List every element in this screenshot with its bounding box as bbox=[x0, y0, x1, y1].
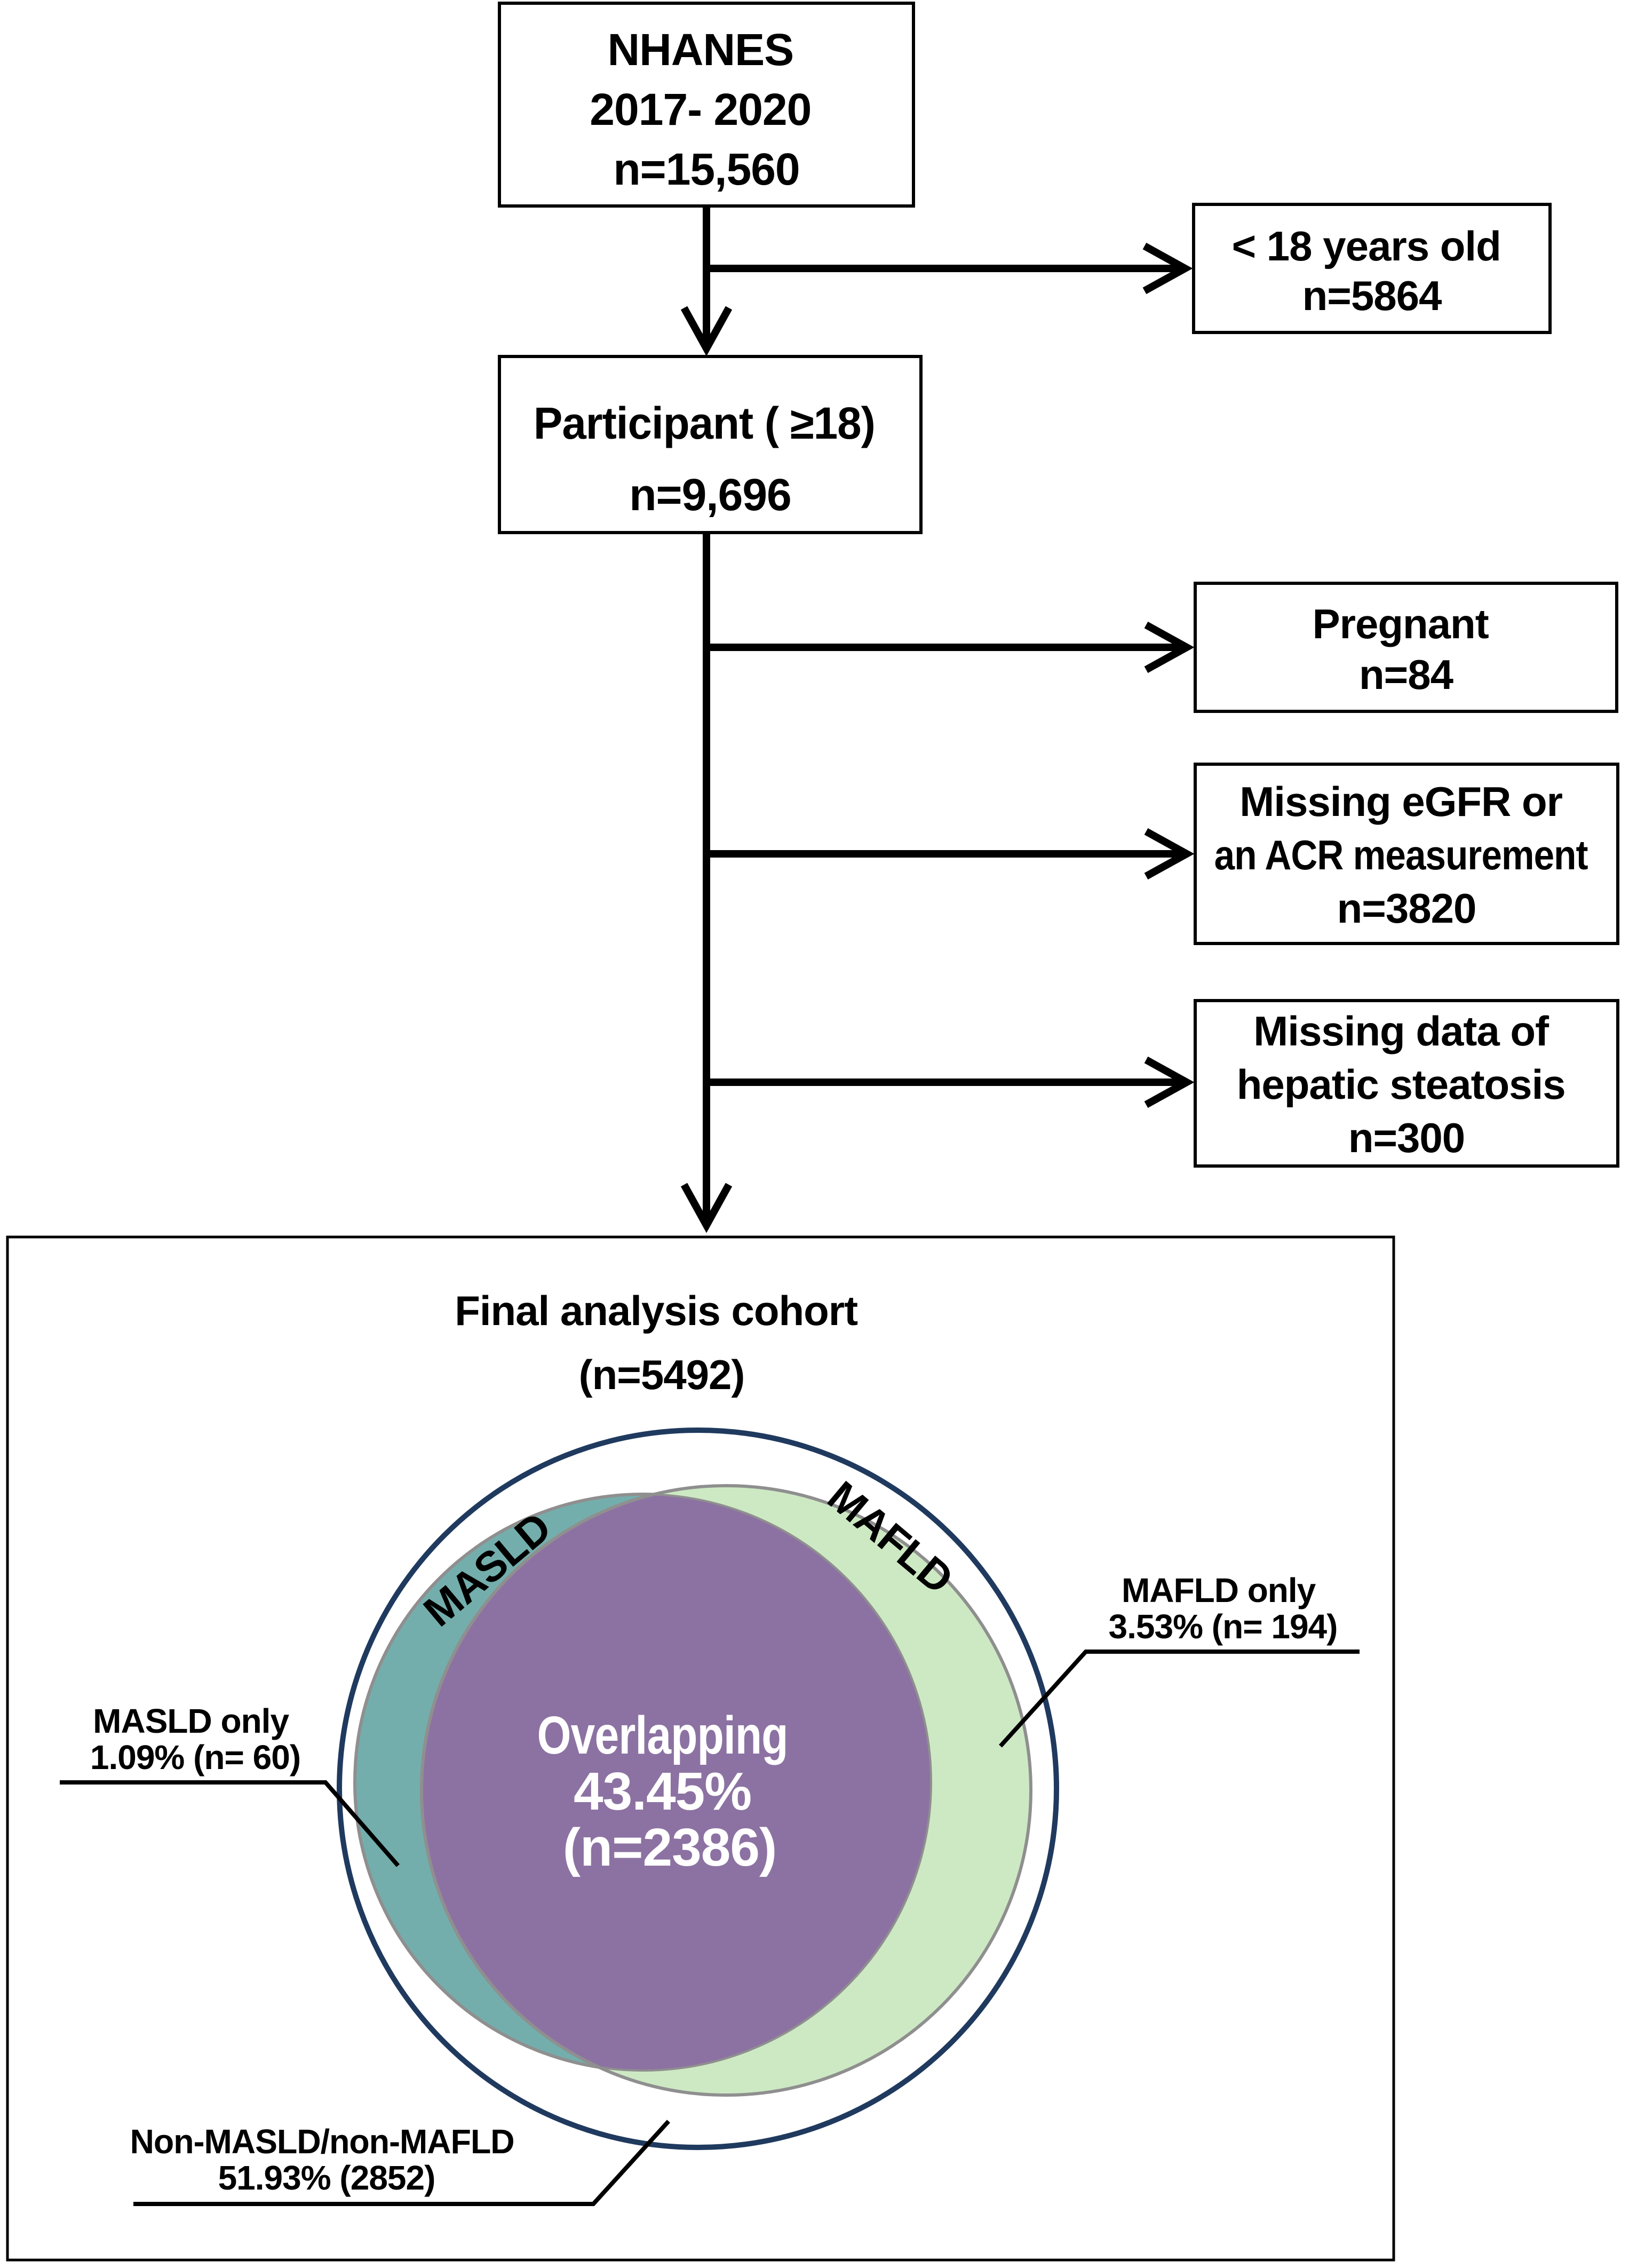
box-under18-line-2: n=5864 bbox=[1302, 272, 1442, 319]
final-cohort-title-line-2: (n=5492) bbox=[579, 1351, 745, 1398]
box-missing-egfr-text: Missing eGFR or an ACR measurement n=382… bbox=[1214, 778, 1599, 932]
mafld-only-line-2: 3.53% (n= 194) bbox=[1109, 1607, 1338, 1646]
non-both-line-1: Non-MASLD/non-MAFLD bbox=[130, 2122, 514, 2161]
box-participants-line-1: Participant ( ≥18) bbox=[534, 398, 875, 448]
box-pregnant-line-1: Pregnant bbox=[1313, 600, 1489, 647]
venn-overlap-label: Overlapping 43.45% (n=2386) bbox=[537, 1706, 802, 1877]
final-cohort-panel: Final analysis cohort (n=5492) MASLD MAF… bbox=[6, 1235, 1395, 2262]
venn-diagram: MASLD MAFLD Overlapping 43.45% (n=2386) … bbox=[60, 1428, 1360, 2206]
venn-overlap-fill bbox=[420, 1494, 931, 2071]
box-nhanes bbox=[498, 2, 915, 208]
venn-overlap-line-3: (n=2386) bbox=[563, 1818, 777, 1877]
masld-only-leader-line bbox=[60, 1780, 400, 1867]
box-missing-hepatic-text: Missing data of hepatic steatosis n=300 bbox=[1237, 1008, 1577, 1161]
box-nhanes-line-3: n=15,560 bbox=[613, 144, 799, 194]
box-pregnant-text: Pregnant n=84 bbox=[1313, 600, 1500, 698]
box-participants bbox=[498, 355, 923, 534]
box-under18 bbox=[1192, 203, 1552, 334]
mafld-only-line-1: MAFLD only bbox=[1122, 1571, 1316, 1609]
box-pregnant-line-2: n=84 bbox=[1359, 651, 1453, 698]
masld-only-label: MASLD only 1.09% (n= 60) bbox=[90, 1702, 300, 1777]
masld-only-line-1: MASLD only bbox=[93, 1702, 289, 1740]
non-both-leader-line bbox=[133, 2120, 670, 2206]
box-missing-egfr bbox=[1194, 763, 1619, 945]
venn-overlap-region bbox=[420, 1494, 931, 2071]
box-missing-hepatic bbox=[1194, 999, 1619, 1168]
box-participants-line-2: n=9,696 bbox=[629, 470, 791, 520]
final-cohort-title: Final analysis cohort (n=5492) bbox=[455, 1287, 869, 1398]
venn-overlap-line-2: 43.45% bbox=[574, 1762, 751, 1821]
box-missing-hepatic-line-1: Missing data of bbox=[1253, 1008, 1549, 1054]
masld-only-line-2: 1.09% (n= 60) bbox=[90, 1738, 300, 1777]
box-missing-hepatic-line-2: hepatic steatosis bbox=[1237, 1061, 1566, 1108]
flow-boxes: NHANES 2017- 2020 n=15,560 < 18 years ol… bbox=[498, 2, 1619, 1168]
mafld-only-leader-line bbox=[999, 1650, 1360, 1748]
venn-overlap-line-1: Overlapping bbox=[537, 1706, 788, 1765]
box-missing-egfr-line-2: an ACR measurement bbox=[1214, 831, 1588, 878]
box-nhanes-text: NHANES 2017- 2020 n=15,560 bbox=[590, 25, 823, 194]
box-under18-line-1: < 18 years old bbox=[1232, 223, 1501, 269]
box-participants-text: Participant ( ≥18) n=9,696 bbox=[534, 398, 887, 520]
box-pregnant bbox=[1194, 582, 1618, 713]
connectors bbox=[680, 205, 1195, 1233]
box-missing-hepatic-line-3: n=300 bbox=[1348, 1114, 1465, 1161]
box-nhanes-line-2: 2017- 2020 bbox=[590, 84, 811, 134]
box-missing-egfr-line-1: Missing eGFR or bbox=[1239, 778, 1562, 825]
non-masld-non-mafld-label: Non-MASLD/non-MAFLD 51.93% (2852) bbox=[130, 2122, 523, 2197]
non-both-line-2: 51.93% (2852) bbox=[218, 2159, 435, 2197]
box-under18-text: < 18 years old n=5864 bbox=[1232, 223, 1512, 319]
mafld-only-label: MAFLD only 3.53% (n= 194) bbox=[1109, 1571, 1338, 1646]
box-nhanes-line-1: NHANES bbox=[607, 25, 793, 75]
final-cohort-title-line-1: Final analysis cohort bbox=[455, 1287, 858, 1334]
box-missing-egfr-line-3: n=3820 bbox=[1337, 885, 1476, 932]
